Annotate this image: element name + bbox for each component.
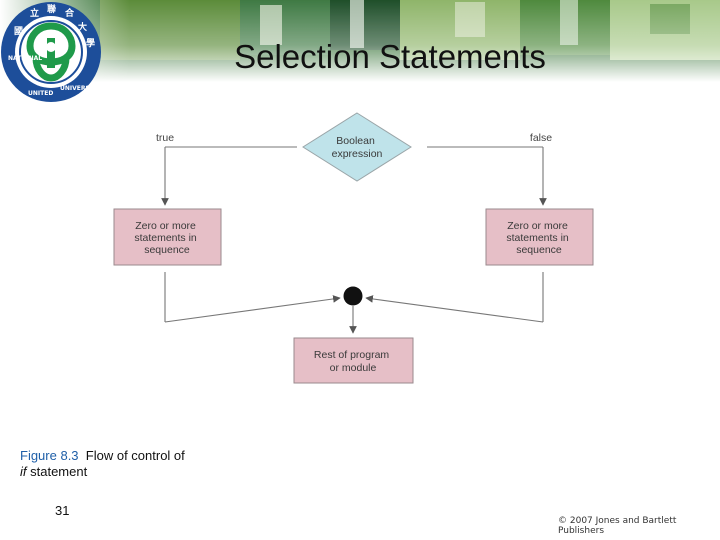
- university-logo: 國 立 聯 合 大 學 NATIONAL UNITED UNIVERSITY: [0, 0, 104, 104]
- svg-text:大: 大: [78, 21, 87, 33]
- connector-right-to-join: [365, 295, 544, 323]
- slide-title: Selection Statements: [234, 38, 546, 75]
- decision-diamond: [302, 112, 412, 182]
- svg-text:立: 立: [30, 7, 39, 19]
- decision-label-line-2: expression: [332, 148, 383, 160]
- left-box-line-1: Zero or more: [135, 220, 196, 232]
- header-banner: [0, 0, 720, 82]
- svg-text:Zero or more statements in: Zero or more statements in sequence: [134, 220, 199, 256]
- right-box-line-3: sequence: [516, 244, 562, 256]
- right-box-line-1: Zero or more: [507, 220, 568, 232]
- svg-text:合: 合: [65, 7, 75, 19]
- end-box-line-1: Rest of program: [314, 349, 390, 361]
- true-label: true: [156, 132, 174, 144]
- figure-caption: Figure 8.3 Flow of control of if stateme…: [20, 448, 185, 480]
- svg-text:聯: 聯: [47, 3, 56, 15]
- decision-label-line-1: Boolean: [336, 135, 375, 147]
- false-branch-box: [485, 208, 594, 266]
- rest-of-program-box: [293, 337, 414, 384]
- right-box-line-2: statements in: [506, 232, 569, 244]
- left-box-line-3: sequence: [144, 244, 190, 256]
- svg-text:Rest of program or module: Rest of program or module: [314, 349, 392, 374]
- svg-text:Zero or more statements in: Zero or more statements in sequence: [506, 220, 571, 256]
- svg-text:UNIVERSITY: UNIVERSITY: [60, 85, 101, 92]
- svg-text:UNITED: UNITED: [28, 90, 53, 97]
- caption-text-1: Flow of control of: [85, 448, 185, 463]
- copyright-notice: © 2007 Jones and Bartlett Publishers: [558, 516, 677, 536]
- svg-text:學: 學: [86, 37, 95, 49]
- svg-text:NATIONAL: NATIONAL: [8, 55, 42, 62]
- svg-text:國: 國: [14, 26, 23, 37]
- true-branch-box: [113, 208, 222, 266]
- svg-text:Boolean expression: Boolean expression: [332, 135, 383, 160]
- end-box-line-2: or module: [330, 362, 377, 374]
- left-box-line-2: statements in: [134, 232, 197, 244]
- caption-text-2: statement: [30, 464, 88, 479]
- figure-number: Figure 8.3: [20, 448, 79, 463]
- page-number: 31: [55, 503, 70, 518]
- false-label: false: [530, 132, 552, 144]
- caption-keyword: if: [20, 464, 27, 479]
- join-node: [343, 286, 363, 306]
- connector-left-to-join: [164, 295, 341, 323]
